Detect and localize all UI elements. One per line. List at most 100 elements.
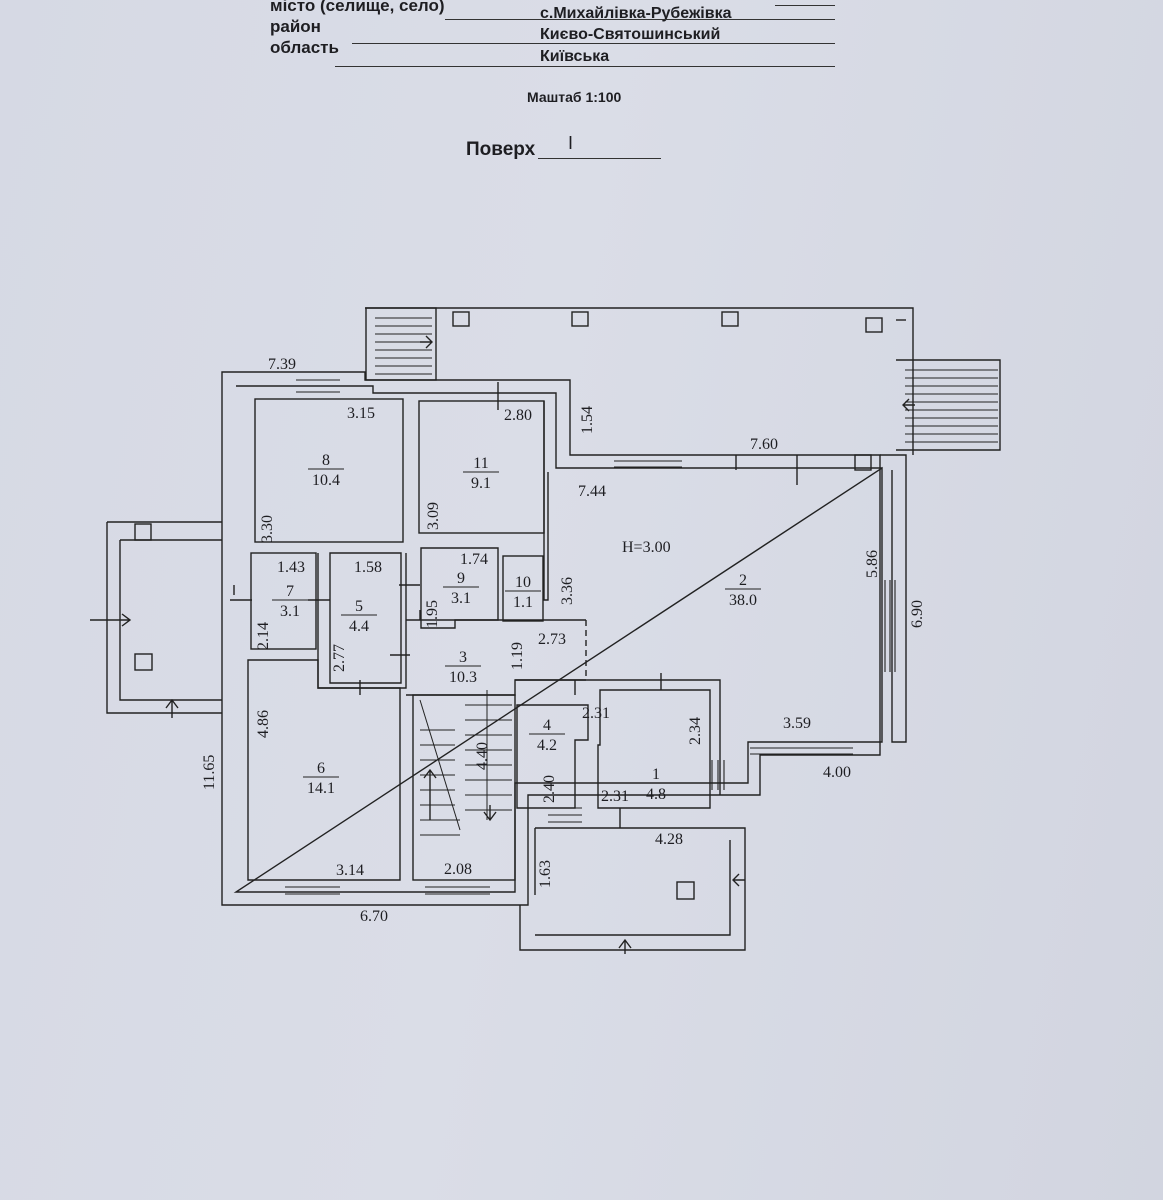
room-8-number: 8 <box>322 452 330 469</box>
entry-arrow <box>90 613 132 627</box>
dimension-label: 11.65 <box>201 755 218 790</box>
dimension-label: 2.14 <box>255 622 272 650</box>
room-3-area: 10.3 <box>449 669 477 686</box>
room-9-area: 3.1 <box>451 590 471 607</box>
city-value: с.Михайлівка-Рубежівка <box>540 5 732 22</box>
dimension-label: 4.28 <box>655 831 683 848</box>
dimension-label: 2.31 <box>582 705 610 722</box>
dimension-label: 6.90 <box>909 600 926 628</box>
region-underline <box>335 66 835 67</box>
dimension-label: 1.74 <box>460 551 488 568</box>
lower-porch <box>519 827 746 951</box>
dimension-label: 2.73 <box>538 631 566 648</box>
room-8-walls <box>254 398 404 543</box>
dimension-label: 2.40 <box>541 775 558 803</box>
room-8-area: 10.4 <box>312 472 340 489</box>
room-4-number: 4 <box>543 717 551 734</box>
room-5-number: 5 <box>355 598 363 615</box>
room-10-area: 1.1 <box>513 594 533 611</box>
dimension-label: 2.80 <box>504 407 532 424</box>
room-10-walls <box>502 555 544 622</box>
window <box>750 741 853 755</box>
dimension-label: 3.36 <box>559 577 576 605</box>
window <box>548 807 582 823</box>
region-label: область <box>270 38 339 57</box>
dimension-label: 2.34 <box>687 717 704 745</box>
room-2-area: 38.0 <box>729 592 757 609</box>
window <box>884 580 896 672</box>
dimension-label: 3.15 <box>347 405 375 422</box>
pillar <box>854 454 872 471</box>
window <box>285 879 340 895</box>
dimension-label: 5.86 <box>864 550 881 578</box>
entry-arrow <box>165 698 179 718</box>
room-1-walls <box>597 689 711 809</box>
window <box>425 879 490 895</box>
dimension-label: 7.60 <box>750 436 778 453</box>
pillar <box>134 653 153 671</box>
scale-label: Маштаб 1:100 <box>527 89 622 105</box>
district-label: район <box>270 17 321 36</box>
room-3-number: 3 <box>459 649 467 666</box>
room-9-number: 9 <box>457 570 465 587</box>
pillar <box>452 311 470 327</box>
room-5-walls <box>329 552 402 684</box>
room-6-number: 6 <box>317 760 325 777</box>
entry-arrow <box>732 873 745 887</box>
room-4-walls <box>516 704 589 809</box>
room-7-area: 3.1 <box>280 603 300 620</box>
stair-treads <box>375 317 432 375</box>
window <box>711 760 725 790</box>
top-fragment-line <box>775 5 835 6</box>
dimension-label: 1.95 <box>424 600 441 628</box>
floor-label: Поверх <box>466 139 536 160</box>
pillar <box>721 311 739 327</box>
dimension-label: 1.54 <box>579 406 596 434</box>
pillar <box>134 523 152 541</box>
entry-arrow <box>420 335 433 349</box>
room-11-area: 9.1 <box>471 475 491 492</box>
floor-value: I <box>568 133 574 153</box>
dimension-label: 2.31 <box>601 788 629 805</box>
dimension-label: 1.58 <box>354 559 382 576</box>
district-value: Києво-Святошинський <box>540 26 721 43</box>
pillar <box>676 881 695 900</box>
dimension-label: 3.14 <box>336 862 364 879</box>
pillar <box>571 311 589 327</box>
dimension-label: 1.19 <box>509 642 526 670</box>
floor-underline <box>538 158 661 159</box>
dimension-label: 3.30 <box>259 515 276 543</box>
district-underline <box>352 43 835 44</box>
outer-wall-outer <box>221 371 881 906</box>
dimension-label: 1.63 <box>537 860 554 888</box>
right-stairs <box>896 359 1001 451</box>
window <box>614 454 682 468</box>
room-1-area: 4.8 <box>646 786 666 803</box>
top-terrace <box>365 307 914 455</box>
dimension-label: 3.59 <box>783 715 811 732</box>
entry-arrow <box>902 398 915 412</box>
top-stairs <box>365 307 437 381</box>
pillar <box>865 317 883 333</box>
room-2-number: 2 <box>739 572 747 589</box>
room-7-number: 7 <box>286 583 294 600</box>
dimension-label: 7.44 <box>578 483 606 500</box>
dimension-label: 2.08 <box>444 861 472 878</box>
city-underline <box>445 19 835 20</box>
room-7-walls <box>250 552 317 650</box>
dimension-label: 3.09 <box>425 502 442 530</box>
entry-arrow <box>618 938 632 954</box>
region-value: Київська <box>540 48 610 65</box>
dimension-label: 4.00 <box>823 764 851 781</box>
dimension-label: 7.39 <box>268 356 296 373</box>
ceiling-height-note: H=3.00 <box>622 539 671 556</box>
room-6-walls <box>247 659 401 881</box>
entry-arrow <box>483 805 497 822</box>
room-6-area: 14.1 <box>307 780 335 797</box>
dimension-label: 4.86 <box>255 710 272 738</box>
room-5-area: 4.4 <box>349 618 369 635</box>
window <box>296 379 340 393</box>
right-wall <box>880 454 907 743</box>
